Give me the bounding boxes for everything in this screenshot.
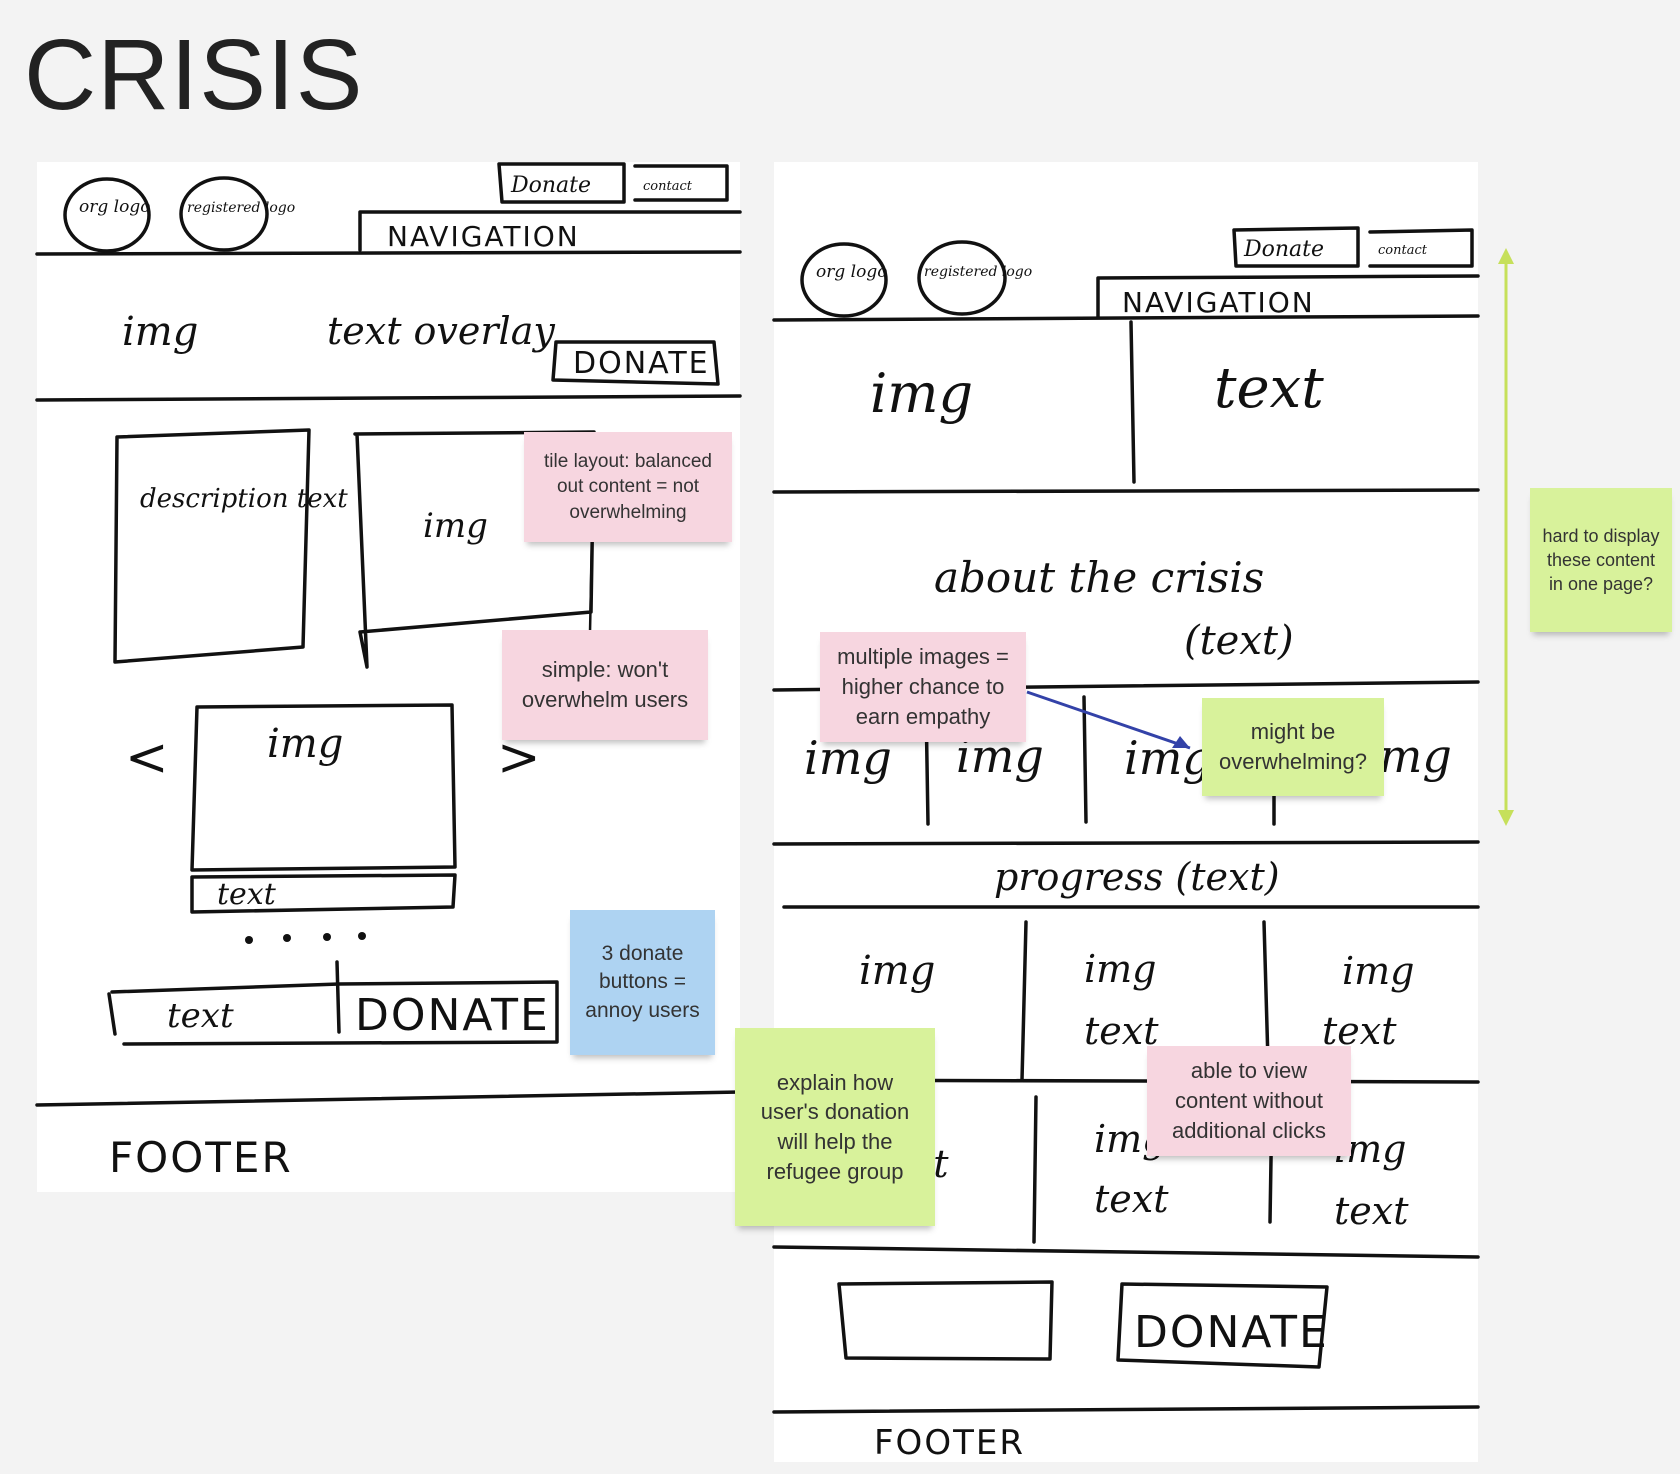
bottom-row-split — [335, 960, 341, 1034]
grid-split — [1020, 920, 1028, 1082]
hero-donate-label: DONATE — [573, 346, 710, 381]
carousel-dot — [323, 933, 331, 941]
green-range-arrow-bottom — [1498, 810, 1514, 826]
progress-label: progress (text) — [994, 855, 1280, 899]
hero-divider — [35, 394, 742, 402]
sticky-hard-to-display: hard to display these content in one pag… — [1530, 488, 1672, 632]
bottom-row-box — [110, 980, 559, 1046]
grid-split — [1262, 920, 1270, 1064]
carousel-text-box — [190, 873, 457, 914]
registered-logo-label: registered logo — [924, 264, 1032, 280]
donate-tab-label: Donate — [510, 173, 591, 198]
grid-r1c3-text: text — [1322, 1009, 1397, 1053]
navigation-label: NAVIGATION — [1122, 286, 1315, 319]
contact-tab-label: contact — [1378, 243, 1428, 258]
about-line2: (text) — [1184, 618, 1294, 664]
right-wireframe-sheet: org logo registered logo Donate contact … — [772, 162, 1480, 1463]
registered-logo-circle — [917, 240, 1007, 316]
sticky-might-overwhelm: might be overwhelming? — [1202, 698, 1384, 796]
bottom-empty-box — [837, 1280, 1054, 1361]
green-range-arrow-top — [1498, 248, 1514, 264]
carousel-dot — [358, 932, 366, 940]
grid-split — [1032, 1095, 1038, 1244]
header-divider — [772, 314, 1480, 322]
grid-r2c2-text: text — [1094, 1177, 1169, 1221]
sticky-multiple-images: multiple images = higher chance to earn … — [820, 632, 1026, 742]
hero-text-label: text — [1214, 356, 1324, 421]
hero-divider — [772, 488, 1480, 494]
navigation-box — [1096, 274, 1480, 319]
registered-logo-label: registered logo — [187, 200, 295, 216]
hero-split — [1129, 320, 1136, 484]
strip-img-3: img — [1124, 731, 1212, 785]
sticky-explain-donation: explain how user's donation will help th… — [735, 1028, 935, 1226]
org-logo-circle — [800, 242, 888, 318]
left-wireframe-sketch: org logo registered logo Donate contact … — [35, 162, 742, 1182]
strip-split — [1082, 695, 1088, 824]
bottom-donate-box — [1116, 1282, 1329, 1369]
carousel-dot — [283, 934, 291, 942]
sticky-tile-layout: tile layout: balanced out content = not … — [524, 432, 732, 542]
hero-img-label: img — [122, 309, 198, 355]
contact-tab-box — [633, 164, 729, 202]
img-tile-label: img — [423, 506, 488, 546]
sticky-able-to-view: able to view content without additional … — [1147, 1046, 1351, 1156]
strip-divider — [772, 840, 1480, 846]
carousel-img-label: img — [267, 721, 343, 767]
bottom-donate-label: DONATE — [1134, 1307, 1329, 1358]
hero-text-label: text overlay — [327, 309, 555, 353]
bottom-donate-label: DONATE — [355, 990, 550, 1041]
contact-tab-box — [1368, 228, 1474, 268]
grid-r1c2-text: text — [1084, 1009, 1159, 1053]
footer-label: FOOTER — [109, 1133, 293, 1182]
org-logo-label: org logo — [816, 262, 887, 282]
description-tile — [113, 428, 311, 664]
connector-line — [588, 535, 594, 634]
carousel-dot — [245, 936, 253, 944]
grid-r2c3-text: text — [1334, 1189, 1409, 1233]
grid-r1c3-img: img — [1342, 949, 1415, 993]
org-logo-label: org logo — [79, 197, 150, 217]
donate-tab-label: Donate — [1243, 237, 1324, 262]
donate-tab-box — [1232, 226, 1360, 268]
hero-donate-box — [551, 340, 720, 386]
carousel-img-box — [190, 703, 457, 872]
navigation-box — [358, 210, 742, 252]
carousel-prev: < — [125, 728, 169, 788]
grid-r1c2-img: img — [1084, 947, 1157, 991]
navigation-label: NAVIGATION — [387, 220, 580, 253]
bottom-text-label: text — [167, 996, 234, 1036]
description-label: description text — [140, 484, 348, 514]
contact-tab-label: contact — [643, 179, 693, 194]
about-line1: about the crisis — [934, 553, 1264, 602]
footer-divider — [772, 1405, 1480, 1414]
right-wireframe-sketch: org logo registered logo Donate contact … — [772, 226, 1480, 1463]
header-divider — [35, 250, 742, 256]
carousel-text-label: text — [217, 877, 277, 912]
registered-logo-circle — [179, 176, 269, 252]
grid-r1c1-img: img — [859, 948, 935, 994]
hero-img-label: img — [870, 362, 973, 425]
board-title: CRISIS — [24, 19, 364, 131]
footer-divider — [35, 1090, 742, 1107]
sticky-simple: simple: won't overwhelm users — [502, 630, 708, 740]
grid-divider — [772, 1245, 1480, 1259]
bottom-row-edge — [107, 992, 117, 1036]
footer-label: FOOTER — [874, 1423, 1025, 1463]
org-logo-circle — [63, 177, 151, 253]
donate-tab-box — [497, 162, 626, 204]
sticky-three-donate: 3 donate buttons = annoy users — [570, 910, 715, 1055]
